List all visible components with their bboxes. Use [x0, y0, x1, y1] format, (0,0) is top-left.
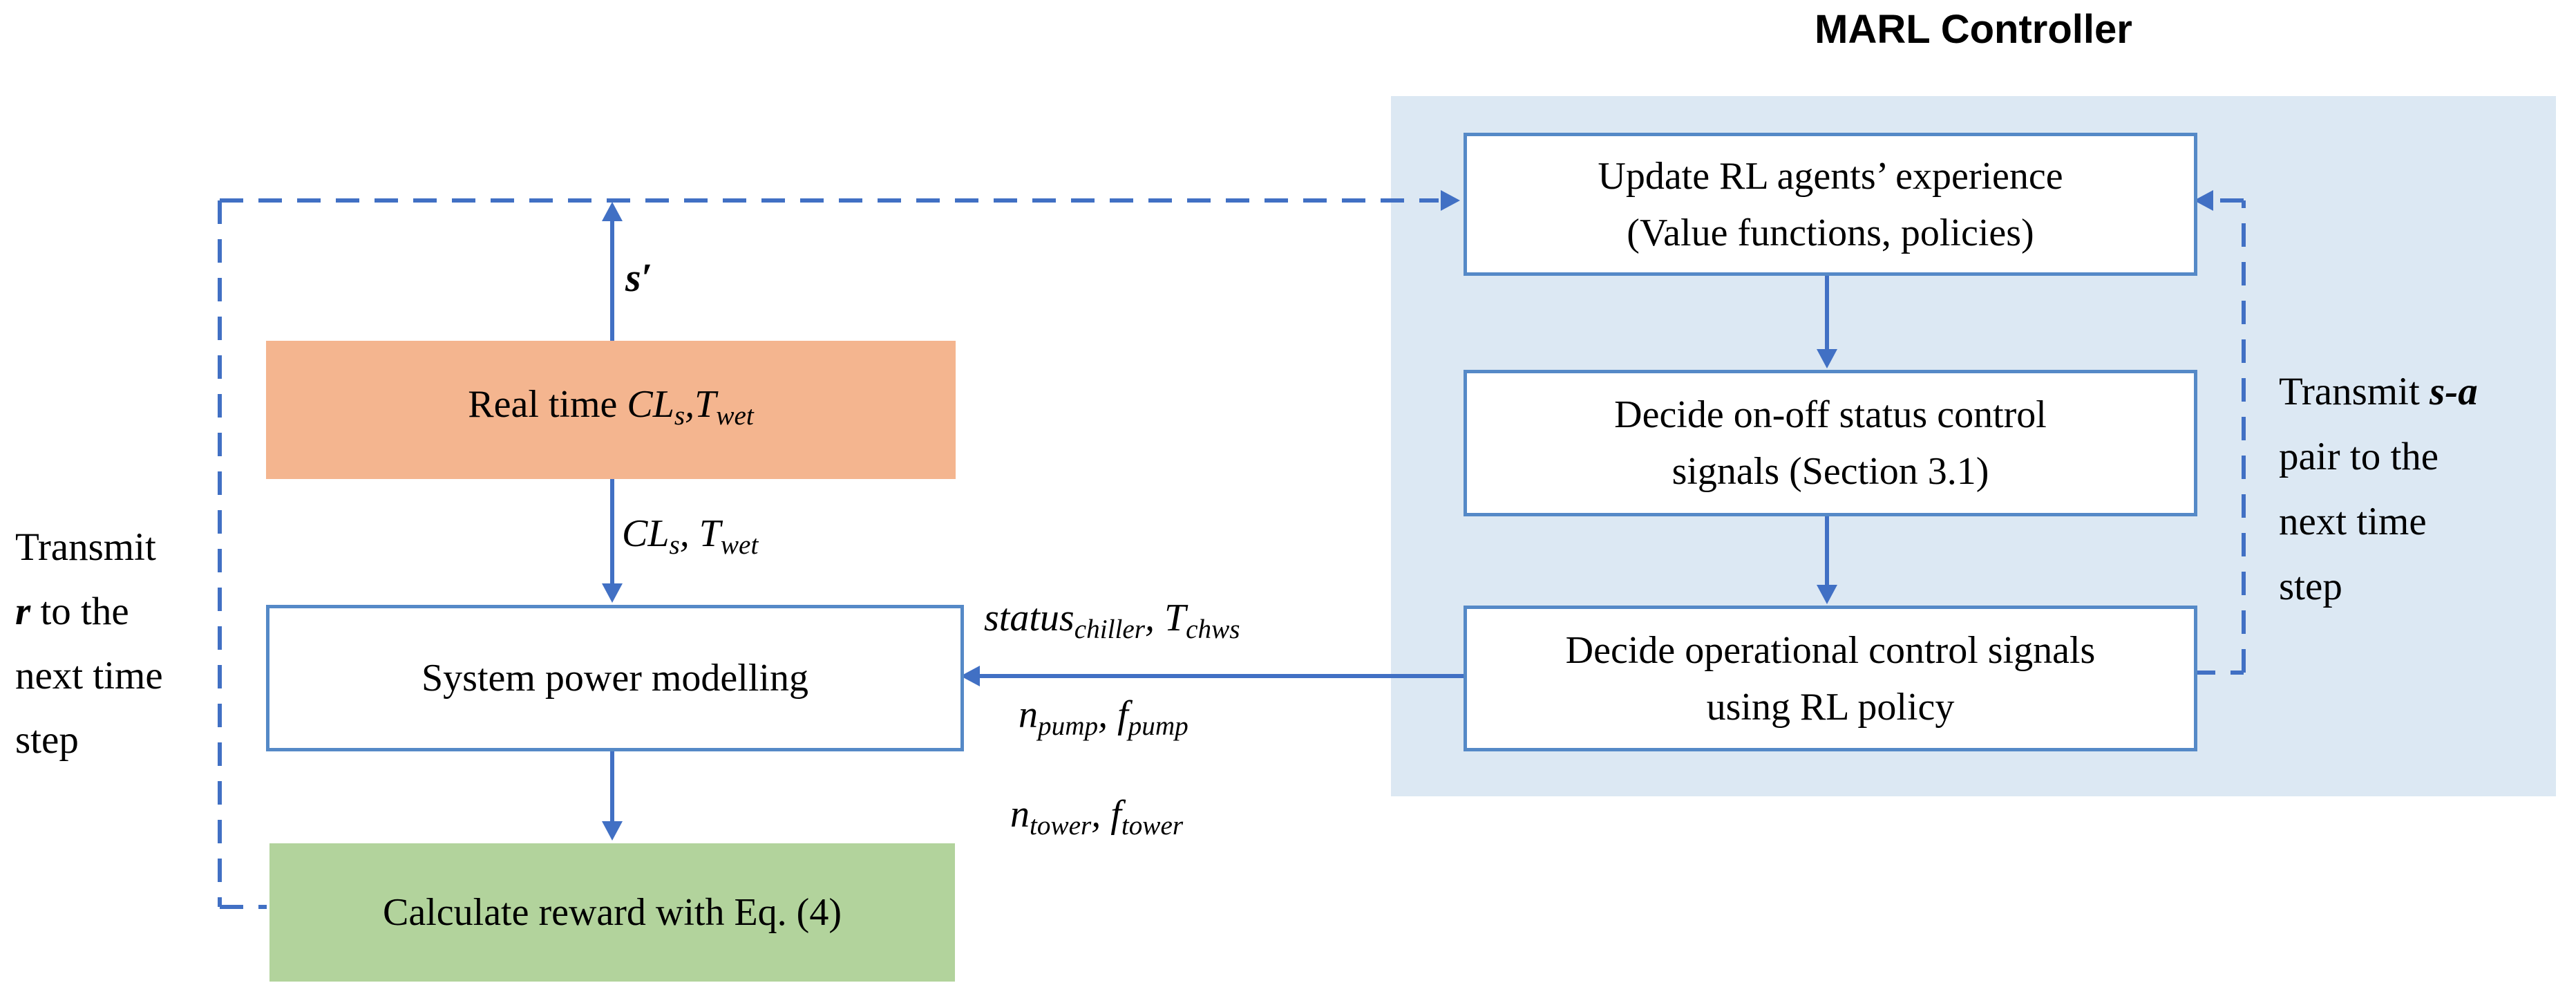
update-experience-line2: (Value functions, policies)	[1627, 211, 2034, 254]
transmit-sa-line4: step	[2279, 565, 2342, 608]
realtime-input-box: Real time CLs,Twet	[266, 341, 956, 479]
realtime-input-label: Real time CLs,Twet	[468, 382, 754, 431]
n-pump-label: npump, fpump	[1019, 693, 1188, 741]
arrow-s-prime-up	[602, 202, 623, 341]
onoff-status-line2: signals (Section 3.1)	[1671, 450, 1989, 493]
transmit-r-line1: Transmit	[15, 525, 156, 569]
arrow-operational-to-system	[960, 666, 1464, 686]
calculate-reward-box: Calculate reward with Eq. (4)	[269, 843, 955, 982]
update-experience-box: Update RL agents’ experience (Value func…	[1464, 133, 2197, 276]
arrow-realtime-to-system	[602, 479, 623, 603]
transmit-sa-line1: Transmit s-a	[2279, 370, 2478, 413]
transmit-r-line2: r to the	[15, 590, 129, 633]
s-prime-label: s′	[625, 255, 652, 300]
transmit-sa-line3: next time	[2279, 500, 2427, 543]
cl-twet-label: CLs, Twet	[622, 512, 759, 560]
dashed-feedback-left	[218, 190, 1460, 909]
arrow-onoff-to-operational	[1817, 509, 1837, 604]
arrow-update-to-onoff	[1817, 270, 1837, 368]
transmit-sa-line2: pair to the	[2279, 435, 2439, 478]
operational-signals-line2: using RL policy	[1706, 685, 1955, 729]
system-power-label: System power modelling	[422, 657, 808, 700]
onoff-status-box: Decide on-off status control signals (Se…	[1464, 370, 2197, 516]
arrow-system-to-reward	[602, 744, 623, 841]
transmit-r-annotation: Transmit r to the next time step	[15, 515, 163, 772]
transmit-sa-annotation: Transmit s-a pair to the next time step	[2279, 359, 2478, 619]
operational-signals-line1: Decide operational control signals	[1565, 628, 2096, 672]
operational-signals-box: Decide operational control signals using…	[1464, 606, 2197, 751]
calculate-reward-label: Calculate reward with Eq. (4)	[383, 891, 842, 934]
n-tower-label: ntower, ftower	[1010, 793, 1184, 841]
status-chiller-label: statuschiller, Tchws	[984, 597, 1240, 644]
update-experience-line1: Update RL agents’ experience	[1598, 154, 2063, 198]
dashed-feedback-right	[2192, 190, 2246, 675]
transmit-r-line3: next time	[15, 654, 163, 697]
system-power-box: System power modelling	[266, 605, 964, 751]
diagram-title: MARL Controller	[1815, 7, 2132, 52]
transmit-r-line4: step	[15, 718, 79, 762]
onoff-status-line1: Decide on-off status control	[1614, 393, 2047, 436]
